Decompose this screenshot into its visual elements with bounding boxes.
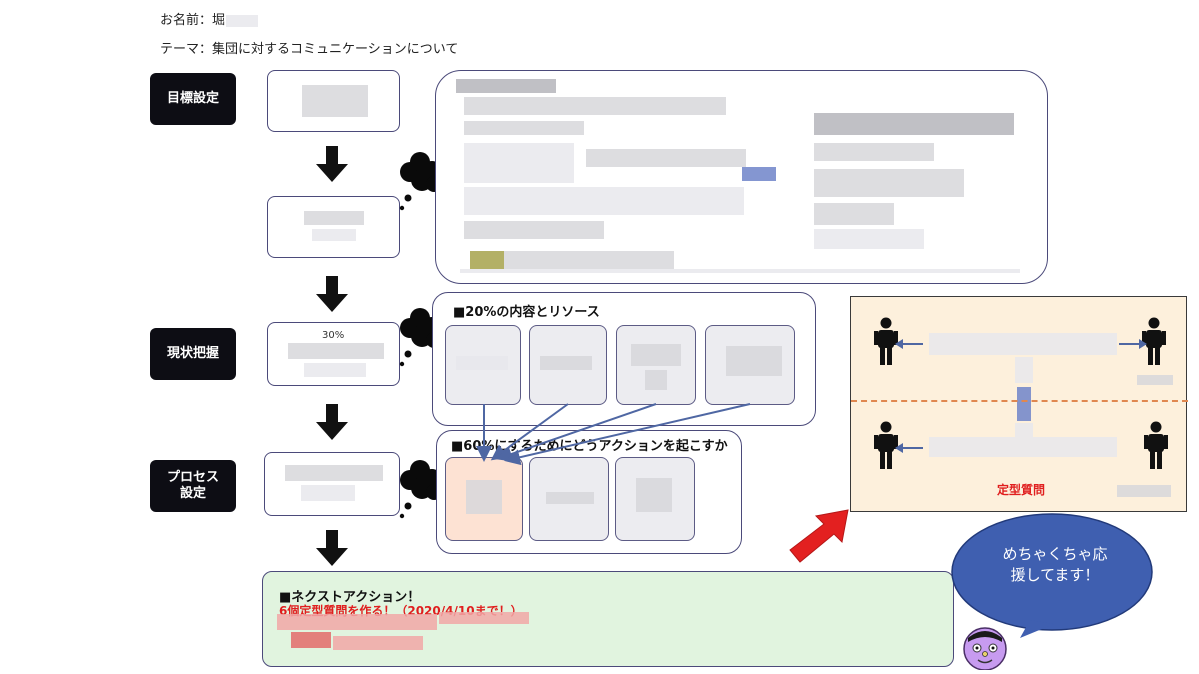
theme-label: テーマ：集団に対するコミュニケーションについて <box>160 42 459 57</box>
red-arrow-icon <box>789 509 849 563</box>
arrow-right-icon <box>1119 339 1147 349</box>
goal-detail-panel <box>435 70 1048 284</box>
down-arrows <box>316 146 348 566</box>
speech-bubble-shape <box>951 513 1153 638</box>
down-arrow-icon <box>316 404 348 440</box>
name-value: 堀 <box>212 13 226 28</box>
resources-title: ■20%の内容とリソース <box>453 305 600 320</box>
name-label: お名前： <box>160 13 213 28</box>
illustration-caption: 定型質問 <box>997 483 1046 497</box>
step-label-goal: 目標設定 <box>150 73 236 125</box>
flow-fragment: 30% <box>322 330 345 341</box>
thought-cloud-icon <box>399 460 442 519</box>
thought-cloud-icon <box>399 308 442 367</box>
speech-bubble-text: めちゃくちゃ応 援してます！ <box>1002 545 1108 584</box>
next-action-panel: ■ネクストアクション！ 6個定型質問を作る！（2020/4/10まで！） <box>262 571 954 667</box>
person-icon <box>1144 421 1168 469</box>
resource-card <box>705 325 795 405</box>
flow-box-1 <box>267 70 400 132</box>
down-arrow-icon <box>316 276 348 312</box>
person-icon <box>874 421 898 469</box>
action-card <box>615 457 695 541</box>
next-action-title: ■ネクストアクション！ <box>279 590 421 605</box>
resource-card <box>616 325 696 405</box>
flow-box-2 <box>267 196 400 258</box>
connector-arrows <box>476 403 751 466</box>
mascot-face-icon <box>963 627 1007 670</box>
down-arrow-icon <box>316 146 348 182</box>
resource-card <box>445 325 521 405</box>
arrow-left-icon <box>895 339 923 349</box>
step-label-current: 現状把握 <box>150 328 236 380</box>
person-icon <box>874 317 898 365</box>
resource-card <box>529 325 607 405</box>
resources-panel: ■20%の内容とリソース <box>432 292 816 426</box>
arrow-left-icon <box>895 443 923 453</box>
flow-box-3: 30% <box>267 322 400 386</box>
down-arrow-icon <box>316 530 348 566</box>
standard-question-illustration: 定型質問 <box>850 296 1188 512</box>
action-card <box>445 457 523 541</box>
action-card <box>529 457 609 541</box>
person-icon <box>1142 317 1166 365</box>
step-label-process: プロセス 設定 <box>150 460 236 512</box>
flow-box-4 <box>264 452 400 516</box>
name-redaction <box>226 14 259 27</box>
name-row: お名前：堀 <box>160 9 259 28</box>
actions-panel: ■60%にするためにどうアクションを起こすか <box>436 430 742 554</box>
